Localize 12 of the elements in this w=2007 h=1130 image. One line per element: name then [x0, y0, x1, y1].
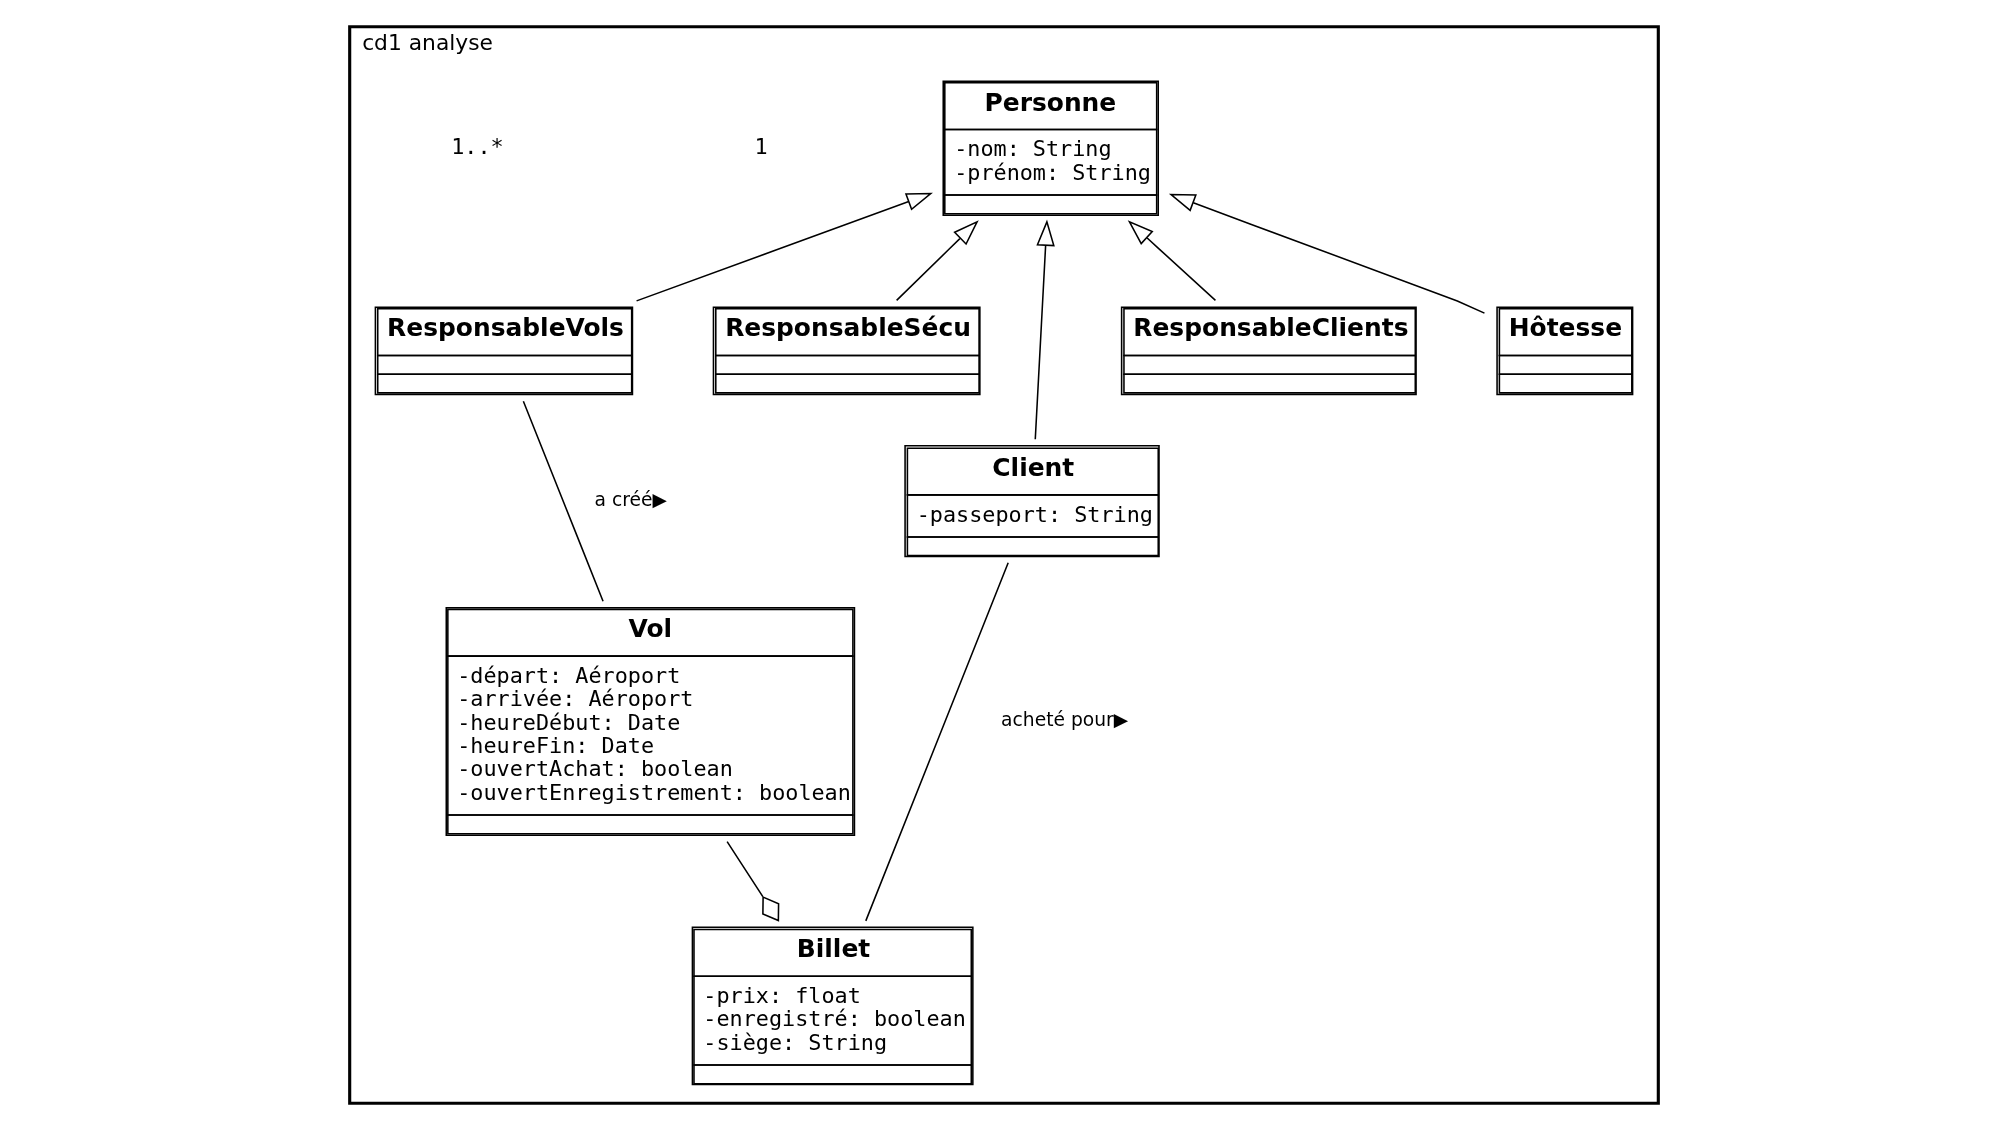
connector	[522, 400, 604, 602]
arrow	[1034, 219, 1055, 441]
arrow	[635, 192, 933, 302]
arrow	[1127, 220, 1216, 302]
connector	[725, 840, 779, 922]
arrow	[895, 220, 979, 302]
connector	[864, 561, 1009, 922]
label: 1	[753, 134, 768, 160]
label: 1..*	[450, 134, 504, 160]
edge-label: acheté pour▶	[1000, 709, 1128, 731]
edge-label: a créé▶	[594, 488, 667, 510]
arrow	[1168, 193, 1485, 314]
